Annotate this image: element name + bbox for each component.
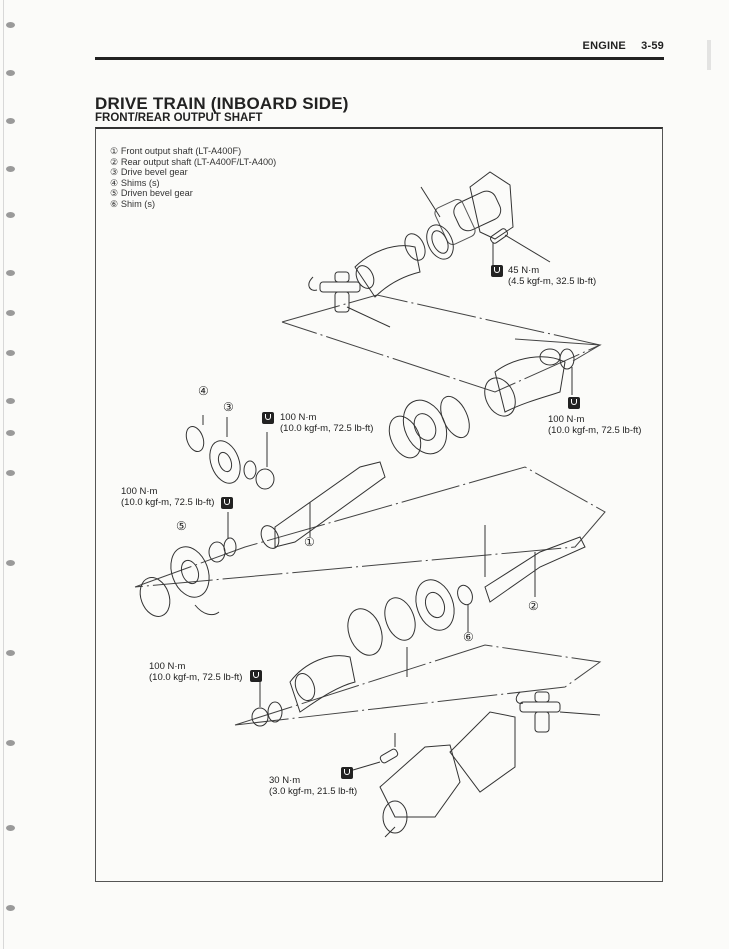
legend-item: ⑥ Shim (s) bbox=[110, 198, 156, 209]
binder-hole bbox=[6, 825, 15, 831]
callout-4: ④ bbox=[198, 384, 209, 398]
binder-hole bbox=[6, 350, 15, 356]
legend-item: ④ Shims (s) bbox=[110, 177, 160, 188]
leader-line bbox=[384, 826, 396, 838]
binder-hole bbox=[6, 398, 15, 404]
nut bbox=[223, 537, 237, 557]
header-rule bbox=[95, 57, 664, 60]
bolt-top bbox=[490, 228, 508, 244]
exploded-diagram bbox=[134, 171, 606, 838]
callout-6: ⑥ bbox=[463, 630, 474, 644]
u-joint-cross-top bbox=[319, 271, 361, 313]
assembly-plane-edge bbox=[514, 338, 602, 362]
torque-spec: 100 N·m(10.0 kgf-m, 72.5 lb-ft) bbox=[280, 412, 374, 434]
header-label: ENGINE 3-59 bbox=[571, 40, 664, 52]
torque-spec: 100 N·m(10.0 kgf-m, 72.5 lb-ft) bbox=[149, 661, 243, 683]
binder-hole bbox=[6, 650, 15, 656]
torque-icon bbox=[250, 670, 262, 682]
binder-hole bbox=[6, 905, 15, 911]
torque-spec: 30 N·m(3.0 kgf-m, 21.5 lb-ft) bbox=[269, 775, 358, 797]
flange-spline bbox=[382, 800, 408, 834]
leader-line bbox=[346, 306, 391, 328]
legend-item: ② Rear output shaft (LT-A400F/LT-A400) bbox=[110, 156, 277, 167]
shim bbox=[185, 425, 205, 453]
circlip bbox=[194, 604, 220, 616]
binder-hole bbox=[6, 118, 15, 124]
u-joint-cross-bottom bbox=[519, 691, 561, 733]
o-ring bbox=[404, 233, 426, 261]
drive-yoke-middle bbox=[484, 356, 566, 417]
assembly-plane bbox=[281, 294, 602, 393]
binder-hole bbox=[6, 310, 15, 316]
torque-icon bbox=[341, 767, 353, 779]
assembly-plane bbox=[134, 466, 606, 588]
callout-3: ③ bbox=[223, 400, 234, 414]
page-edge-mark bbox=[707, 40, 711, 70]
washer bbox=[243, 460, 257, 480]
washer bbox=[267, 701, 283, 723]
drive-bevel-gear bbox=[209, 440, 241, 484]
torque-icon bbox=[491, 265, 503, 277]
binder-hole bbox=[6, 22, 15, 28]
driven-bevel-gear bbox=[170, 546, 210, 598]
seal bbox=[384, 597, 416, 641]
binder-hole bbox=[6, 560, 15, 566]
output-flange-top bbox=[434, 171, 514, 245]
callout-2: ② bbox=[528, 599, 539, 613]
torque-icon bbox=[262, 412, 274, 424]
leader-line bbox=[559, 711, 601, 716]
page-title: DRIVE TRAIN (INBOARD SIDE) bbox=[95, 94, 349, 113]
circlip bbox=[308, 276, 318, 291]
seal bbox=[347, 608, 383, 656]
page-number: 3-59 bbox=[641, 40, 664, 52]
parts-legend: ① Front output shaft (LT-A400F) ② Rear o… bbox=[110, 146, 276, 210]
shim bbox=[208, 541, 226, 563]
universal-yoke-bottom bbox=[289, 655, 356, 713]
shim bbox=[457, 584, 473, 606]
oil-seal bbox=[426, 224, 454, 260]
bolt-bottom bbox=[379, 748, 399, 764]
callout-1: ① bbox=[304, 535, 315, 549]
torque-spec: 100 N·m(10.0 kgf-m, 72.5 lb-ft) bbox=[548, 414, 642, 436]
legend-item: ① Front output shaft (LT-A400F) bbox=[110, 146, 242, 156]
binder-hole bbox=[6, 270, 15, 276]
binder-hole bbox=[6, 166, 15, 172]
page-subtitle: FRONT/REAR OUTPUT SHAFT bbox=[95, 112, 263, 124]
binder-hole bbox=[6, 212, 15, 218]
seal bbox=[440, 395, 470, 439]
binder-hole bbox=[6, 470, 15, 476]
torque-spec: 45 N·m(4.5 kgf-m, 32.5 lb-ft) bbox=[508, 265, 597, 287]
binder-hole bbox=[6, 430, 15, 436]
bearing-race bbox=[388, 415, 422, 459]
nut bbox=[251, 707, 269, 727]
torque-spec: 100 N·m(10.0 kgf-m, 72.5 lb-ft) bbox=[121, 486, 215, 508]
binder-hole bbox=[6, 740, 15, 746]
rear-output-shaft bbox=[484, 536, 586, 603]
leader-line bbox=[420, 186, 441, 218]
universal-yoke-top bbox=[354, 245, 421, 298]
front-output-shaft bbox=[274, 461, 386, 548]
output-flange-bottom bbox=[379, 711, 516, 834]
torque-icon bbox=[568, 397, 580, 409]
leader-line bbox=[504, 234, 551, 263]
torque-icon bbox=[221, 497, 233, 509]
legend-item: ③ Drive bevel gear bbox=[110, 167, 188, 178]
legend-item: ⑤ Driven bevel gear bbox=[110, 188, 193, 199]
bearing bbox=[139, 577, 171, 617]
nut bbox=[255, 468, 275, 490]
diagram-frame bbox=[95, 127, 663, 882]
leader-line bbox=[352, 761, 381, 771]
nut bbox=[559, 348, 575, 370]
page-margin-line bbox=[3, 0, 4, 949]
binder-hole bbox=[6, 70, 15, 76]
bearing bbox=[415, 579, 455, 631]
circlip bbox=[515, 691, 524, 704]
bearing bbox=[402, 399, 448, 455]
header-section: ENGINE bbox=[582, 40, 626, 52]
assembly-plane bbox=[234, 644, 602, 726]
callout-5: ⑤ bbox=[176, 519, 187, 533]
